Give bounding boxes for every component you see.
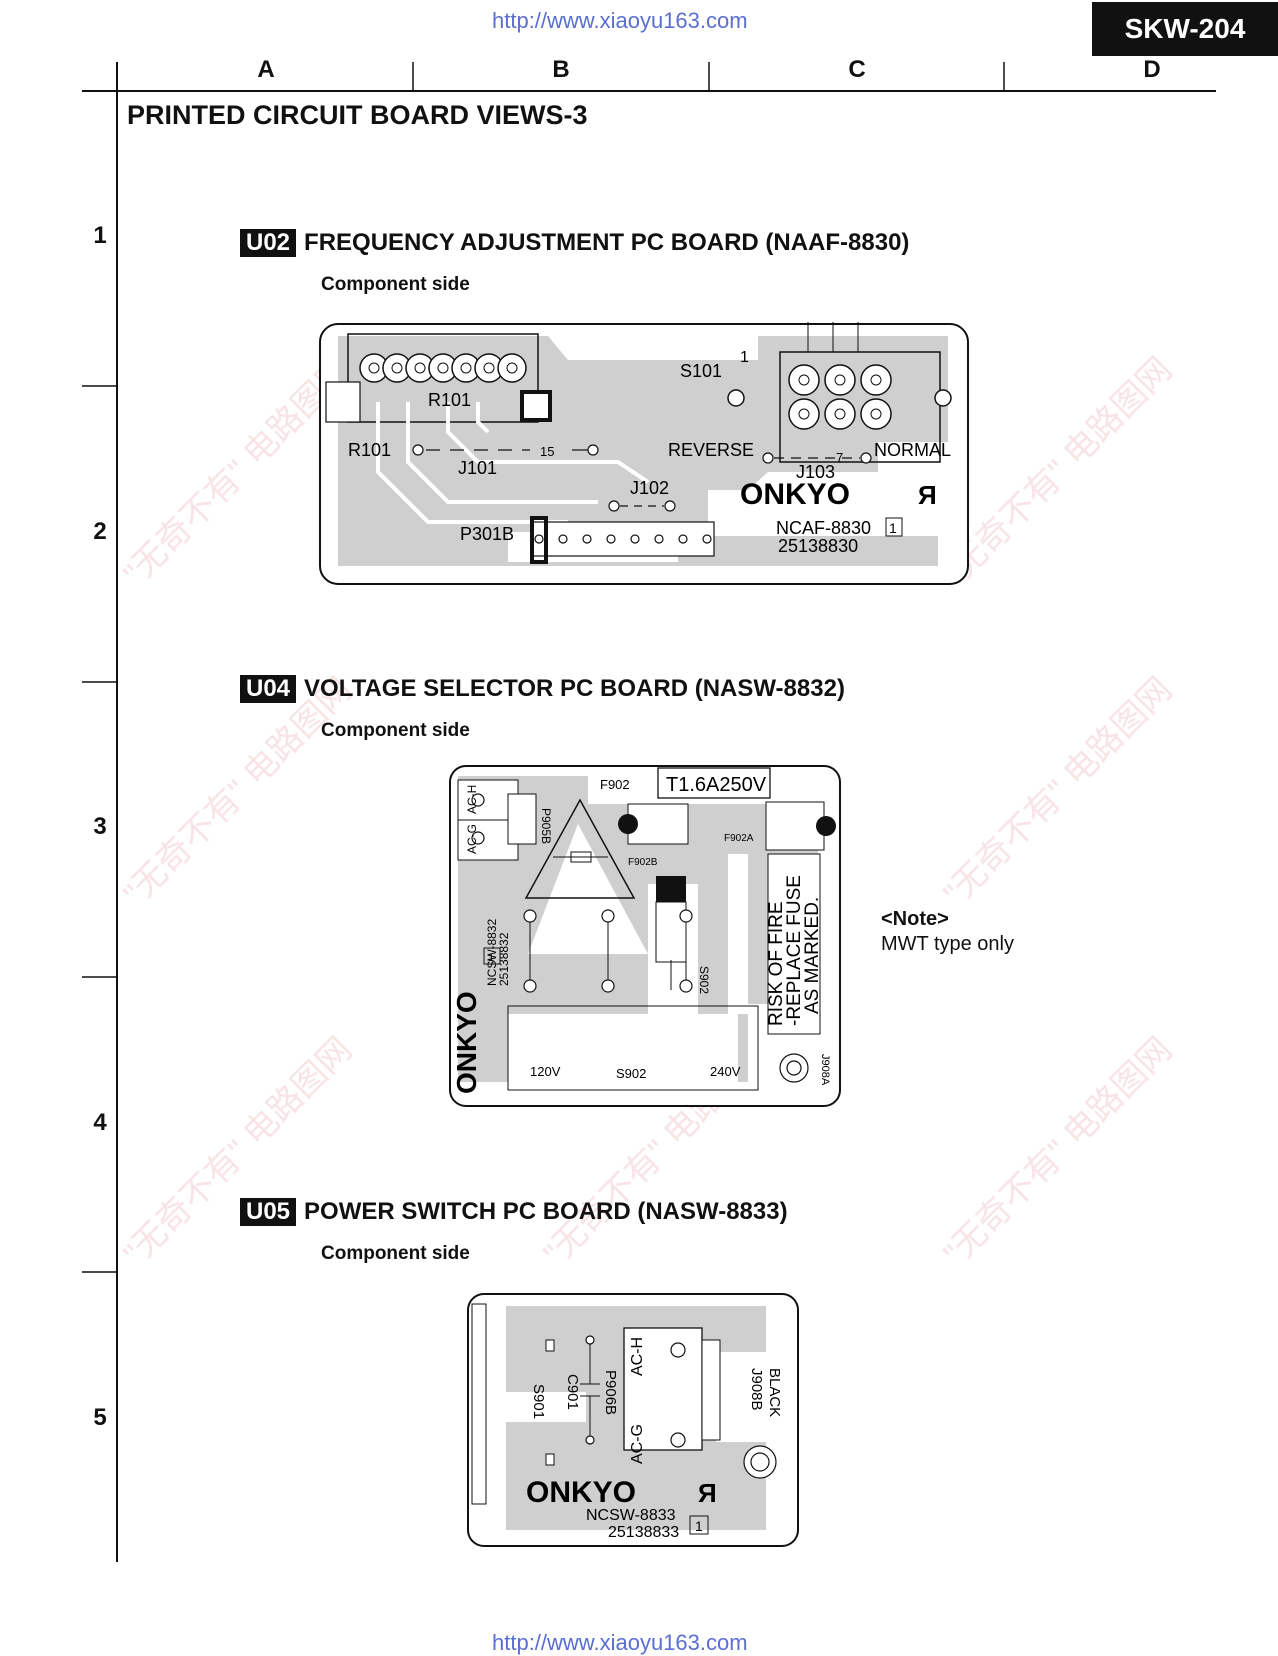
label-p906b: P906B bbox=[602, 1370, 619, 1415]
label-j101: J101 bbox=[458, 458, 497, 478]
row-label-5: 5 bbox=[93, 1404, 107, 1431]
label-ac-h: AC-H bbox=[629, 1337, 646, 1376]
label-p301b: P301B bbox=[460, 524, 514, 544]
warning-line-2: -REPLACE FUSE bbox=[784, 875, 805, 1026]
row-label-1: 1 bbox=[93, 222, 107, 249]
component-side-label: Component side bbox=[321, 720, 470, 741]
label-s901: S901 bbox=[530, 1384, 547, 1419]
section-title-u04: U04 VOLTAGE SELECTOR PC BOARD (NASW-8832) bbox=[240, 675, 845, 703]
onkyo-logo: ONKYO bbox=[526, 1476, 636, 1509]
label-s101: S101 bbox=[680, 361, 722, 381]
label-120v: 120V bbox=[530, 1064, 561, 1079]
board-title: FREQUENCY ADJUSTMENT PC BOARD (NAAF-8830… bbox=[304, 229, 910, 256]
label-revision: 1 bbox=[695, 1518, 703, 1534]
label-code: 25138832 bbox=[497, 932, 511, 986]
page-title: PRINTED CIRCUIT BOARD VIEWS-3 bbox=[127, 100, 588, 130]
label-f902b: F902B bbox=[628, 857, 658, 868]
board-badge: U05 bbox=[240, 1198, 297, 1226]
label-15: 15 bbox=[540, 444, 554, 459]
warning-line-3: AS MARKED. bbox=[802, 897, 823, 1014]
label-240v: 240V bbox=[710, 1064, 741, 1079]
label-black: BLACK bbox=[766, 1368, 783, 1417]
note-text: MWT type only bbox=[881, 933, 1014, 955]
label-code: 25138830 bbox=[778, 536, 858, 556]
board-title: VOLTAGE SELECTOR PC BOARD (NASW-8832) bbox=[304, 675, 845, 702]
pcb-u04: F902 T1.6A250V F902B F902A AC-H AC-G P90… bbox=[449, 765, 841, 1107]
label-fuse-rating: T1.6A250V bbox=[666, 774, 767, 796]
column-label-d: D bbox=[1143, 56, 1161, 83]
label-p905b: P905B bbox=[539, 808, 553, 844]
label-r101-jumper: R101 bbox=[348, 440, 391, 460]
pcb-u05: S901 C901 P906B AC-H AC-G J908B BLACK ON… bbox=[467, 1293, 799, 1547]
warning-line-1: RISK OF FIRE bbox=[766, 901, 787, 1026]
onkyo-logo: ONKYO bbox=[740, 478, 850, 511]
label-c901: C901 bbox=[564, 1374, 581, 1410]
label-7: 7 bbox=[836, 450, 843, 465]
label-r101: R101 bbox=[428, 390, 471, 410]
component-side-label: Component side bbox=[321, 1243, 470, 1264]
label-part-number: NCAF-8830 bbox=[776, 518, 871, 538]
label-f902: F902 bbox=[600, 777, 630, 792]
row-label-2: 2 bbox=[93, 518, 107, 545]
label-ac-g: AC-G bbox=[465, 824, 479, 854]
column-label-a: A bbox=[257, 56, 275, 83]
label-reverse: REVERSE bbox=[668, 440, 754, 460]
label-part-number: NCSW-8833 bbox=[586, 1507, 676, 1524]
section-title-u05: U05 POWER SWITCH PC BOARD (NASW-8833) bbox=[240, 1198, 788, 1226]
label-part-number: NCSW-8832 bbox=[485, 919, 499, 986]
board-badge: U04 bbox=[240, 675, 297, 703]
ul-mark-icon: Я bbox=[698, 1478, 717, 1508]
label-s902: S902 bbox=[616, 1066, 646, 1081]
model-badge: SKW-204 bbox=[1092, 2, 1278, 56]
ul-mark-icon: Я bbox=[918, 480, 937, 510]
board-title: POWER SWITCH PC BOARD (NASW-8833) bbox=[304, 1198, 788, 1225]
label-f902a: F902A bbox=[724, 833, 754, 844]
label-s902-vertical: S902 bbox=[697, 966, 711, 994]
row-label-3: 3 bbox=[93, 813, 107, 840]
label-code: 25138833 bbox=[608, 1524, 679, 1541]
label-ac-h: AC-H bbox=[465, 785, 479, 814]
label-j102: J102 bbox=[630, 478, 669, 498]
url-top[interactable]: http://www.xiaoyu163.com bbox=[492, 8, 748, 33]
label-normal: NORMAL bbox=[874, 440, 951, 460]
label-revision: 1 bbox=[889, 520, 897, 536]
component-side-label: Component side bbox=[321, 274, 470, 295]
row-label-4: 4 bbox=[93, 1109, 107, 1136]
url-bottom[interactable]: http://www.xiaoyu163.com bbox=[492, 1630, 748, 1655]
pcb-u02: S101 1 R101 R101 J101 15 REVERSE NORMAL … bbox=[319, 322, 969, 585]
board-badge: U02 bbox=[240, 229, 297, 257]
label-j103: J103 bbox=[796, 462, 835, 482]
column-label-c: C bbox=[848, 56, 866, 83]
note: <Note> MWT type only bbox=[881, 907, 1014, 957]
label-j908a: J908A bbox=[819, 1054, 831, 1086]
note-title: <Note> bbox=[881, 908, 949, 930]
label-j908b: J908B bbox=[748, 1368, 765, 1411]
label-pin1: 1 bbox=[740, 349, 749, 366]
column-label-b: B bbox=[552, 56, 570, 83]
label-ac-g: AC-G bbox=[629, 1424, 646, 1464]
label-revision: 1 bbox=[488, 952, 494, 964]
onkyo-logo: ONKYO bbox=[451, 991, 482, 1094]
section-title-u02: U02 FREQUENCY ADJUSTMENT PC BOARD (NAAF-8… bbox=[240, 229, 909, 257]
